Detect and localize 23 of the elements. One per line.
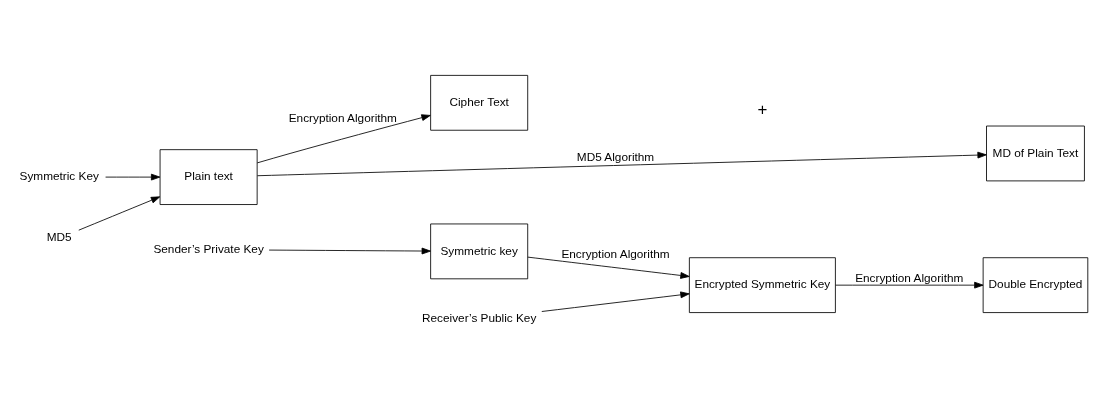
- arrow: [256, 113, 431, 163]
- node-box: Cipher Text: [430, 74, 529, 131]
- edge-label: Encryption Algorithm: [561, 246, 670, 261]
- node-box: Symmetric key: [430, 223, 529, 279]
- arrow: [527, 256, 690, 279]
- arrow: [105, 173, 161, 180]
- arrow: [256, 151, 987, 176]
- node-text: Symmetric Key: [19, 168, 99, 183]
- edge-label: Encryption Algorithm: [855, 270, 964, 285]
- node-box: Encrypted Symmetric Key: [688, 256, 836, 313]
- node-box: MD of Plain Text: [986, 125, 1085, 181]
- edge-label: MD5 Algorithm: [576, 149, 655, 164]
- label: +: [757, 99, 768, 119]
- edge-label: Encryption Algorithm: [288, 110, 397, 125]
- node-box: Plain text: [159, 148, 258, 205]
- arrow: [541, 290, 690, 312]
- node-text: Receiver’s Public Key: [422, 310, 537, 325]
- node-box: Double Encrypted: [982, 256, 1089, 313]
- node-text: Sender’s Private Key: [153, 241, 264, 256]
- arrow: [268, 247, 431, 254]
- node-text: MD5: [46, 229, 72, 244]
- arrow: [835, 281, 984, 289]
- arrow: [78, 195, 161, 231]
